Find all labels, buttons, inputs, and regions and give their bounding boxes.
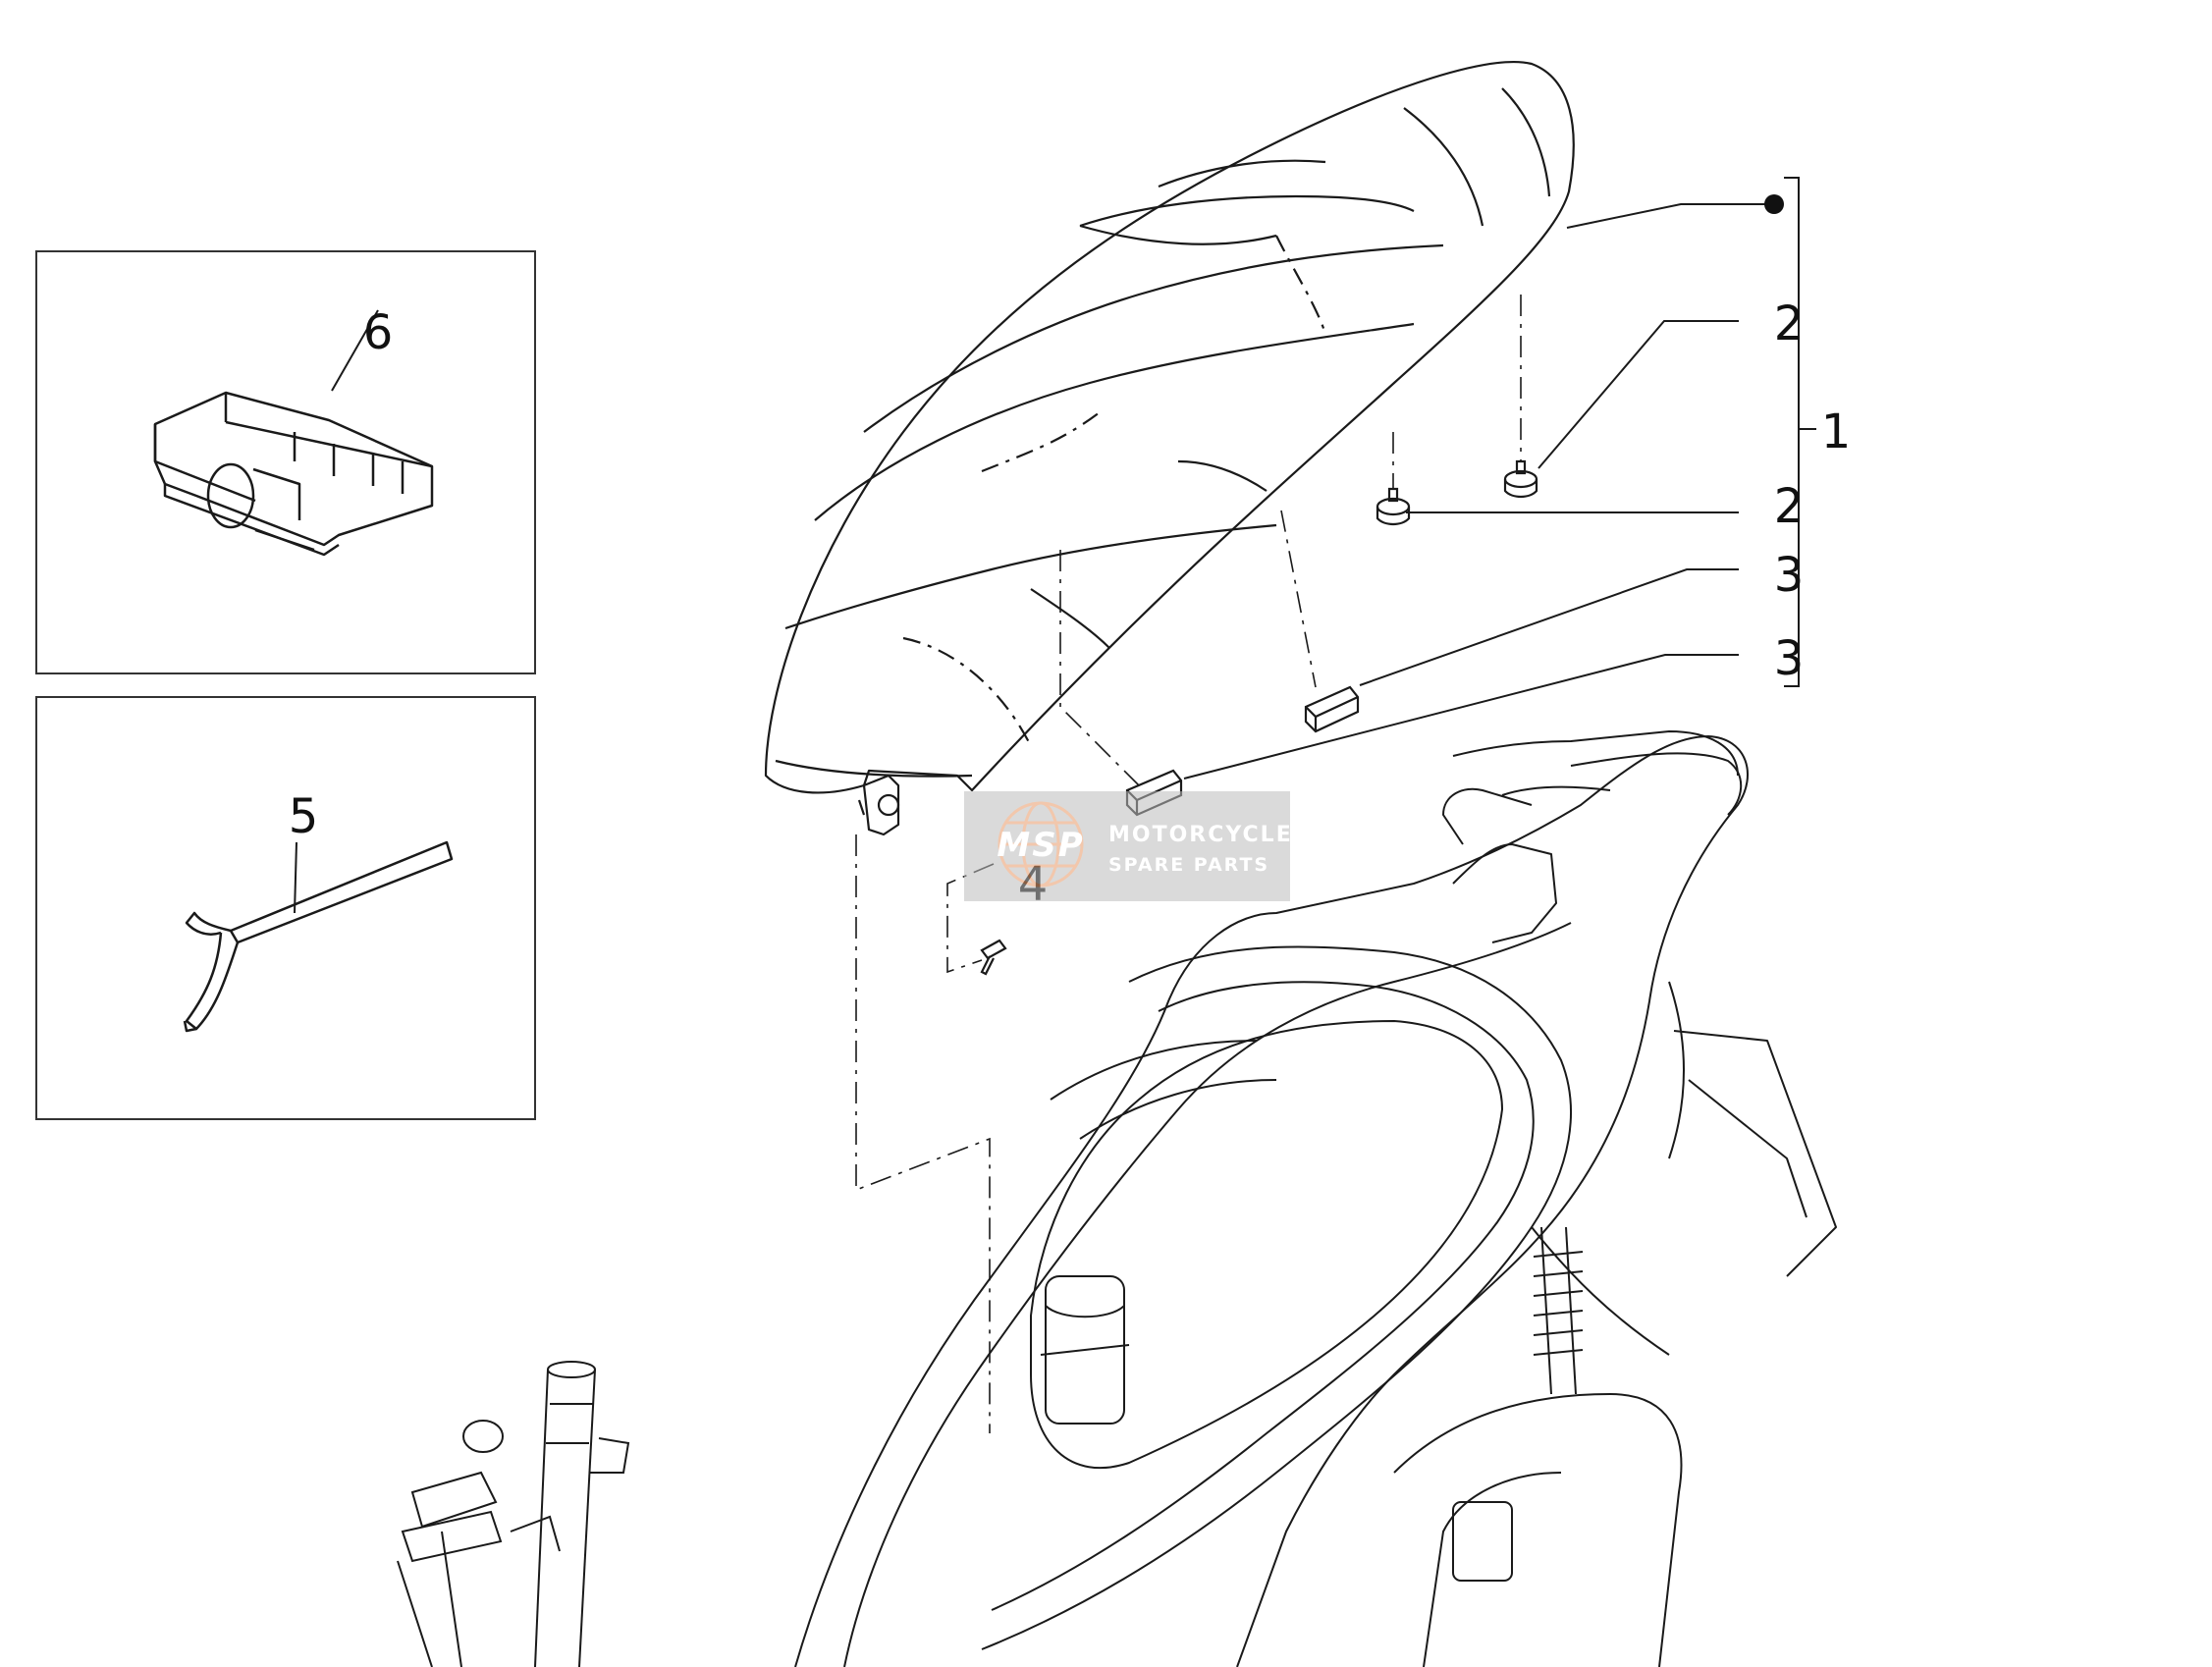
msp-watermark: MSP MOTORCYCLE SPARE PARTS (964, 791, 1293, 901)
callout-5: 5 (289, 789, 319, 844)
callout-3-lower: 3 (1774, 631, 1805, 686)
watermark-line2: SPARE PARTS (1108, 854, 1269, 876)
callout-leaders (1183, 177, 1816, 780)
watermark-logo: MSP (997, 826, 1084, 865)
storage-compartment-drawing (1030, 1019, 1504, 1469)
rubber-bumper-1 (1503, 459, 1538, 499)
assembly-lines (855, 295, 1522, 1433)
callout-3-upper: 3 (1774, 548, 1805, 603)
callout-2-upper: 2 (1774, 296, 1805, 351)
spanner-drawing (183, 840, 454, 1033)
callout-6: 6 (363, 305, 394, 360)
seat-pad-1 (1304, 685, 1360, 733)
rubber-bumper-2 (1376, 487, 1411, 526)
inset-box-part-5: 5 (35, 696, 536, 1120)
scooter-body-drawing (794, 730, 1837, 1667)
globe-icon (998, 801, 1084, 887)
screw-part-4 (980, 939, 1007, 976)
leader-6 (331, 309, 379, 392)
leader-5 (294, 841, 297, 914)
inset-box-part-6: 6 (35, 250, 536, 674)
clamp-part-drawing (153, 391, 434, 557)
assembly-bullet-dot (1764, 194, 1784, 214)
callout-2-lower: 2 (1774, 479, 1805, 534)
steering-frame-drawing (397, 1361, 630, 1667)
seat-drawing (764, 61, 1575, 836)
watermark-line1: MOTORCYCLE (1108, 823, 1293, 847)
callout-1: 1 (1821, 404, 1852, 459)
rear-shock-drawing (1393, 1226, 1683, 1667)
